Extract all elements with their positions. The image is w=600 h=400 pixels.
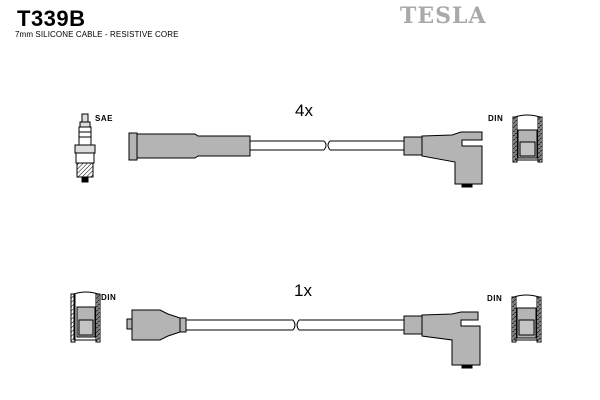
straight-boot bbox=[126, 309, 187, 341]
cable-line bbox=[186, 319, 404, 331]
din-terminal-icon bbox=[512, 114, 543, 163]
spark-plug-icon bbox=[74, 113, 96, 183]
connector-label-right: DIN bbox=[488, 114, 504, 123]
cable-assembly-4x bbox=[74, 113, 543, 188]
straight-boot bbox=[128, 132, 251, 161]
angled-boot bbox=[403, 131, 483, 188]
cable-line bbox=[250, 140, 404, 151]
cable-assembly-1x bbox=[70, 291, 542, 369]
part-number: T339B bbox=[17, 6, 86, 31]
quantity-label: 4x bbox=[295, 101, 313, 120]
connector-label-left: DIN bbox=[101, 293, 117, 302]
quantity-label: 1x bbox=[294, 281, 312, 300]
din-terminal-icon bbox=[70, 291, 101, 343]
angled-boot bbox=[403, 311, 481, 369]
din-terminal-icon bbox=[511, 294, 542, 343]
brand-logo: TESLA bbox=[400, 3, 487, 29]
cable-description: 7mm SILICONE CABLE - RESISTIVE CORE bbox=[15, 30, 179, 39]
connector-label-left: SAE bbox=[95, 114, 113, 123]
connector-label-right: DIN bbox=[487, 294, 503, 303]
